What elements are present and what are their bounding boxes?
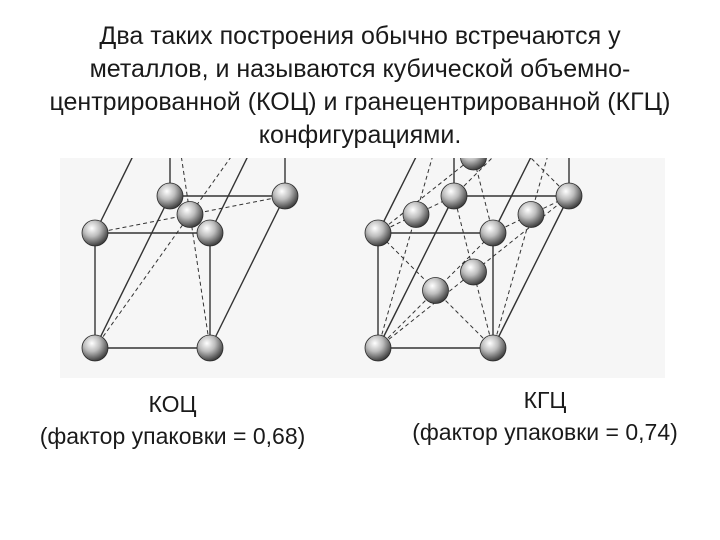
atom-sphere — [196, 219, 224, 247]
atom-sphere — [422, 277, 449, 304]
atom-sphere — [402, 201, 430, 228]
crystal-lattice-figure — [60, 158, 665, 378]
cube-edge — [492, 195, 570, 349]
fcc-label: КГЦ — [523, 387, 567, 413]
bcc-packing-factor: (фактор упаковки = 0,68) — [39, 423, 306, 449]
fcc-caption: КГЦ (фактор упаковки = 0,74) — [370, 384, 720, 448]
atom-sphere — [460, 258, 487, 286]
title-line-4: конфигурациями. — [258, 121, 462, 149]
bcc-caption: КОЦ (фактор упаковки = 0,68) — [0, 388, 345, 452]
cube-edge — [94, 158, 133, 234]
slide-title: Два таких построения обычно встречаются … — [0, 20, 720, 152]
cube-edge — [492, 158, 532, 234]
body-diagonal — [94, 195, 286, 234]
atom-sphere — [364, 219, 392, 247]
bcc-cube — [81, 158, 299, 362]
fcc-cube — [364, 158, 583, 362]
atom-sphere — [517, 201, 545, 228]
atom-sphere — [196, 334, 224, 362]
atom-sphere — [364, 334, 392, 362]
atom-sphere — [271, 182, 299, 210]
atom-sphere — [479, 334, 507, 362]
cube-edge — [209, 195, 286, 349]
title-line-3: центрированной (КОЦ) и гранецентрированн… — [49, 88, 671, 116]
face-diagonal — [377, 232, 494, 349]
face-diagonal — [377, 232, 494, 349]
atom-sphere — [176, 201, 204, 228]
atom-sphere — [440, 182, 468, 210]
bcc-label: КОЦ — [148, 391, 197, 417]
fcc-packing-factor: (фактор упаковки = 0,74) — [412, 419, 678, 445]
atom-sphere — [156, 182, 184, 210]
title-line-1: Два таких построения обычно встречаются … — [99, 22, 621, 50]
cube-edge — [377, 195, 455, 349]
cube-edge — [377, 158, 417, 234]
atom-sphere — [81, 334, 109, 362]
atom-sphere — [479, 219, 507, 247]
atom-sphere — [81, 219, 109, 247]
atom-sphere — [460, 158, 487, 171]
title-line-2: металлов, и называются кубической объемн… — [89, 55, 631, 83]
atom-sphere — [555, 182, 583, 210]
